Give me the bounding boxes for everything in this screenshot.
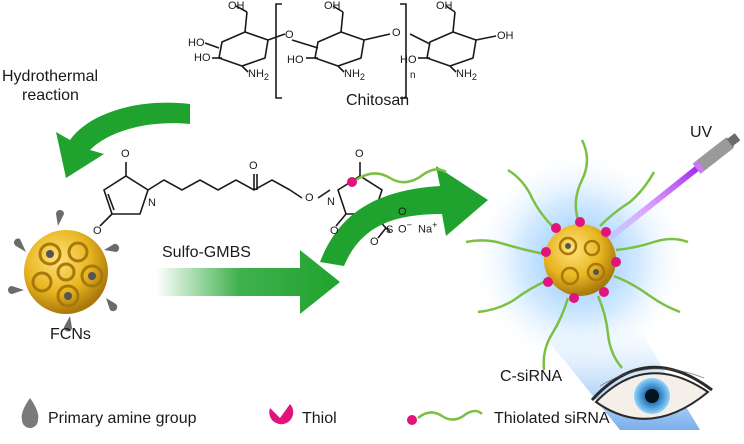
hydrothermal-arrow: [56, 102, 190, 178]
legend-item-amine-label: Primary amine group: [48, 410, 197, 427]
gmbs-atom-s: S: [386, 224, 394, 236]
legend-item-sirna-label: Thiolated siRNA: [494, 410, 610, 427]
gmbs-atom-o-3: O: [249, 160, 258, 172]
amine-groups: [8, 210, 120, 332]
hydrothermal-label-line1: Hydrothermal: [2, 68, 99, 85]
amine-drop-icon: [21, 398, 39, 428]
chitosan-atom-oh-1: OH: [228, 0, 245, 12]
gmbs-atom-na: Na+: [418, 220, 438, 236]
legend-item-thiol-label: Thiol: [302, 410, 337, 427]
thiol-caps: [541, 217, 621, 303]
chitosan-label: Chitosan: [346, 92, 410, 109]
loading-arrow: [320, 166, 488, 266]
uv-lamp: [692, 133, 741, 174]
gmbs-atom-o-2: O: [93, 225, 102, 237]
sulfo-gmbs-label: Sulfo-GMBS: [162, 244, 251, 261]
fcns-label: FCNs: [50, 326, 91, 343]
uv-label: UV: [690, 124, 713, 141]
gmbs-atom-o-1: O: [121, 148, 130, 160]
sirna-strands: [465, 139, 689, 371]
conjugation-arrow: [156, 250, 340, 314]
thiol-icon: [269, 404, 294, 425]
csirna-label: C-siRNA: [500, 368, 563, 385]
gmbs-atom-o-minus: O−: [398, 220, 412, 236]
chitosan-atom-ho-3: HO: [287, 54, 304, 66]
chitosan-atom-nh2-2: NH2: [344, 68, 365, 83]
gmbs-atom-n-1: N: [148, 197, 156, 209]
chitosan-atom-ho-1: HO: [188, 37, 205, 49]
eye: [590, 365, 713, 420]
chitosan-repeat-n: n: [410, 70, 416, 81]
gmbs-atom-o-7: O: [398, 206, 407, 218]
gmbs-atom-o-8: O: [370, 236, 379, 248]
gmbs-atom-o-4: O: [305, 192, 314, 204]
hydrothermal-label-line2: reaction: [22, 87, 79, 104]
thiolated-sirna-icon: [407, 409, 483, 425]
chitosan-atom-o-2: O: [392, 27, 401, 39]
gmbs-atom-o-5: O: [355, 148, 364, 160]
chitosan-atom-oh-2: OH: [324, 0, 341, 12]
chitosan-atom-ho-4: HO: [400, 54, 417, 66]
chitosan-atom-ho-2: HO: [194, 52, 211, 64]
chitosan-atom-nh2-3: NH2: [456, 68, 477, 83]
chitosan-atom-oh-4: OH: [497, 30, 514, 42]
gmbs-atom-o-6: O: [330, 225, 339, 237]
uv-beam: [609, 163, 703, 239]
chitosan-atom-o-1: O: [285, 29, 294, 41]
chitosan-atom-oh-3: OH: [436, 0, 453, 12]
floating-sirna: [347, 168, 447, 187]
gmbs-atom-n-2: N: [327, 196, 335, 208]
chitosan-structure: [204, 3, 497, 99]
fcn-cage: [24, 230, 108, 314]
chitosan-atom-nh2-1: NH2: [248, 68, 269, 83]
